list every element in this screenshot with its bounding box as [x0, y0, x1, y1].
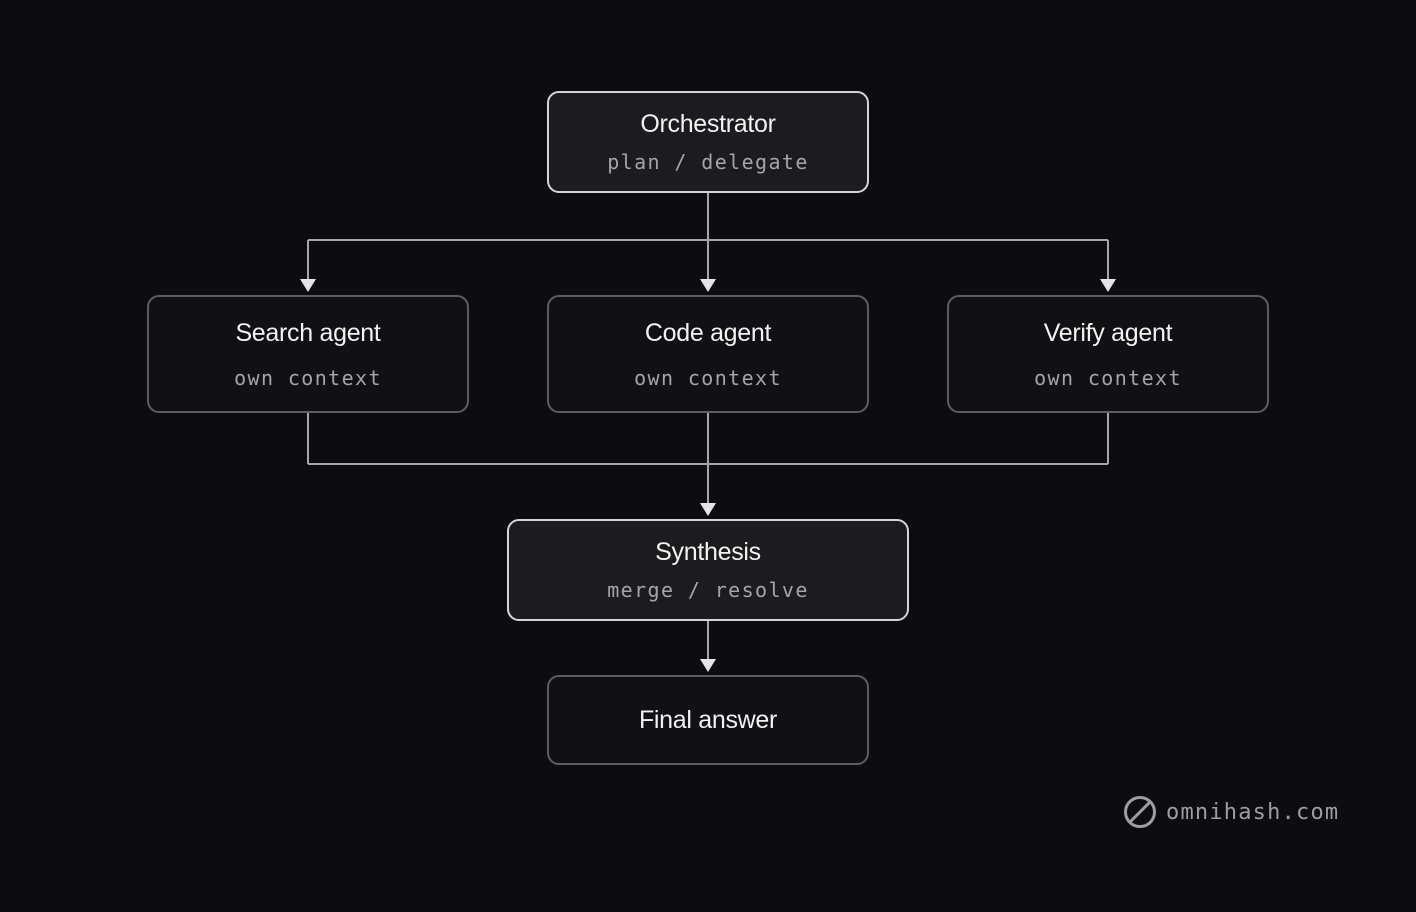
arrowhead-synthesis [700, 503, 716, 516]
final-answer-title: Final answer [638, 705, 778, 734]
verify-agent-title: Verify agent [1043, 318, 1173, 347]
final-answer-node: Final answer [547, 675, 869, 765]
arrowhead-final [700, 659, 716, 672]
brand-watermark: omnihash.com [1122, 794, 1339, 830]
arrowhead-code [700, 279, 716, 292]
orchestrator-title: Orchestrator [640, 110, 776, 138]
brand-text: omnihash.com [1166, 799, 1340, 825]
orchestrator-subtitle: plan / delegate [607, 150, 809, 174]
orchestrator-node: Orchestrator plan / delegate [547, 91, 869, 193]
code-agent-subtitle: own context [634, 365, 782, 390]
synthesis-title: Synthesis [655, 538, 761, 566]
synthesis-subtitle: merge / resolve [607, 578, 809, 602]
search-agent-node: Search agent own context [147, 295, 469, 413]
verify-agent-subtitle: own context [1034, 365, 1182, 390]
arrowhead-verify [1100, 279, 1116, 292]
code-agent-title: Code agent [644, 318, 772, 347]
code-agent-node: Code agent own context [547, 295, 869, 413]
search-agent-title: Search agent [235, 318, 381, 347]
search-agent-subtitle: own context [234, 365, 382, 390]
arrowhead-search [300, 279, 316, 292]
verify-agent-node: Verify agent own context [947, 295, 1269, 413]
synthesis-node: Synthesis merge / resolve [507, 519, 909, 621]
slashed-circle-icon [1124, 796, 1156, 828]
